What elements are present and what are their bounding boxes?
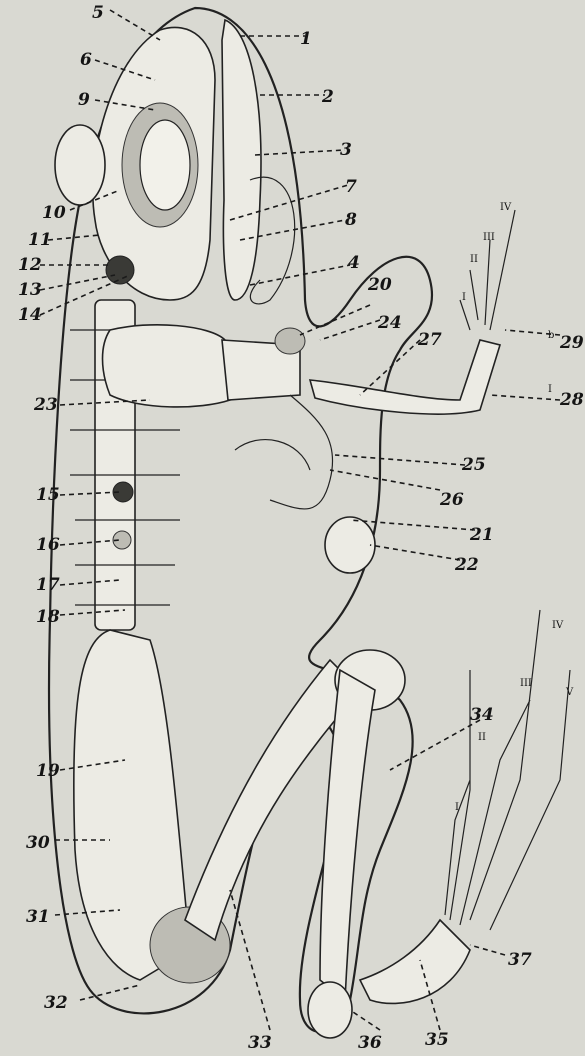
fore-digit-III: III [483, 232, 495, 243]
label-26: 26 [439, 490, 464, 510]
label-32: 32 [44, 993, 68, 1013]
hind-digit-II: II [478, 732, 486, 743]
hind-digit-III: III [520, 678, 532, 689]
label-28: 28 [559, 390, 584, 410]
hind-toes [445, 610, 570, 930]
label-12: 12 [18, 255, 42, 275]
label-21: 21 [469, 525, 494, 545]
label-2: 2 [321, 87, 334, 107]
label-36: 36 [358, 1033, 382, 1053]
label-16: 16 [36, 535, 60, 555]
label-22: 22 [454, 555, 479, 575]
label-27: 27 [417, 330, 442, 350]
humerus-head [275, 328, 305, 354]
label-34: 34 [470, 705, 494, 725]
label-1: 1 [300, 29, 312, 49]
label-31: 31 [26, 907, 50, 927]
label-7: 7 [345, 177, 357, 197]
label-9: 9 [78, 90, 90, 110]
fore-digit-I: I [462, 292, 466, 303]
label-23: 23 [33, 395, 58, 415]
orbit-inner [140, 120, 190, 210]
forelimb-bones [310, 340, 500, 414]
fore-digit-IV: IV [500, 202, 512, 213]
label-30: 30 [26, 833, 50, 853]
label-5: 5 [92, 3, 104, 23]
tarsals [360, 920, 470, 1003]
label-10: 10 [42, 203, 66, 223]
suprascapula [103, 325, 231, 407]
label-29-extra: b [548, 330, 554, 341]
ankle [308, 982, 352, 1038]
label-20: 20 [367, 275, 392, 295]
forelimb-fingers [460, 210, 515, 330]
label-3: 3 [340, 140, 352, 160]
label-11: 11 [28, 230, 52, 250]
sternum [325, 517, 375, 573]
label-14: 14 [18, 305, 42, 325]
otic-dark [106, 256, 134, 284]
label-13: 13 [18, 280, 42, 300]
label-4: 4 [348, 253, 360, 273]
label-37: 37 [508, 950, 532, 970]
label-35: 35 [425, 1030, 449, 1050]
label-18: 18 [36, 607, 60, 627]
hind-digit-V: V [565, 687, 574, 698]
label-29: 29 [559, 333, 584, 353]
label-25: 25 [461, 455, 486, 475]
label-19: 19 [36, 761, 60, 781]
fore-digit-II: II [470, 254, 478, 265]
hind-digit-I: I [455, 802, 459, 813]
maxilla [222, 20, 261, 300]
label-24: 24 [377, 313, 402, 333]
label-6: 6 [80, 50, 92, 70]
label-17: 17 [36, 575, 60, 595]
label-28-extra: I [548, 384, 552, 395]
label-33: 33 [248, 1033, 272, 1053]
tympanum [55, 125, 105, 205]
label-15: 15 [36, 485, 60, 505]
hind-digit-IV: IV [552, 620, 564, 631]
label-8: 8 [344, 210, 357, 230]
pectoral-girdle [235, 395, 333, 509]
